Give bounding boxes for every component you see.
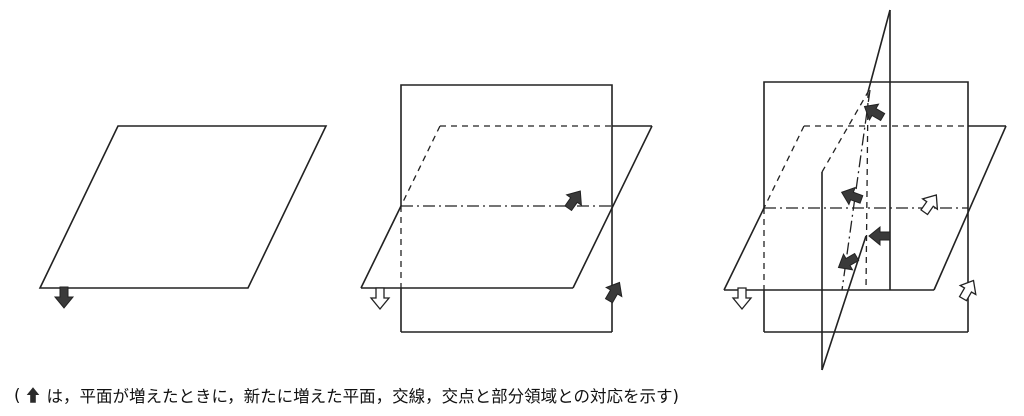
arrow-icon (859, 98, 888, 126)
down-arrow-icon (732, 287, 752, 310)
horizontal-plane-left-edge (723, 207, 765, 291)
horizontal-plane-right-edge (572, 125, 653, 289)
caption-text: は，平面が増えたときに，新たに増えた平面，交線，交点と部分領域との対応を示す) (46, 387, 679, 406)
vertical-plane-upper (763, 81, 969, 208)
arrow-icon (838, 183, 865, 209)
panel-two-planes (360, 84, 653, 333)
panel-one-plane (38, 125, 328, 309)
slanted-intersection-line (841, 89, 871, 291)
horizontal-plane-left-edge (360, 205, 402, 289)
up-arrow-icon (600, 277, 628, 306)
up-arrow-icon (27, 387, 40, 403)
panel-three-planes (723, 9, 1007, 371)
up-arrow-icon (560, 185, 589, 214)
horizontal-plane-left-edge-hidden (400, 125, 441, 207)
down-arrow-icon (54, 286, 74, 309)
vertical-plane-upper (400, 84, 613, 206)
horizontal-plane-left-edge-hidden (763, 125, 805, 209)
horizontal-plane (38, 125, 328, 289)
arrow-icon (868, 226, 891, 246)
slanted-plane-hidden-edge (821, 91, 869, 173)
slanted-plane-bottom-edge (821, 235, 867, 371)
slanted-plane-top-edge (867, 9, 891, 93)
slanted-plane-hidden-back (865, 91, 869, 291)
figure-caption: ( は，平面が増えたときに，新たに増えた平面，交線，交点と部分領域との対応を示す… (14, 382, 679, 408)
up-arrow-icon (916, 189, 945, 219)
caption-open-paren: ( (14, 385, 21, 405)
down-arrow-icon (370, 287, 390, 310)
horizontal-plane-right-edge (933, 125, 1007, 291)
